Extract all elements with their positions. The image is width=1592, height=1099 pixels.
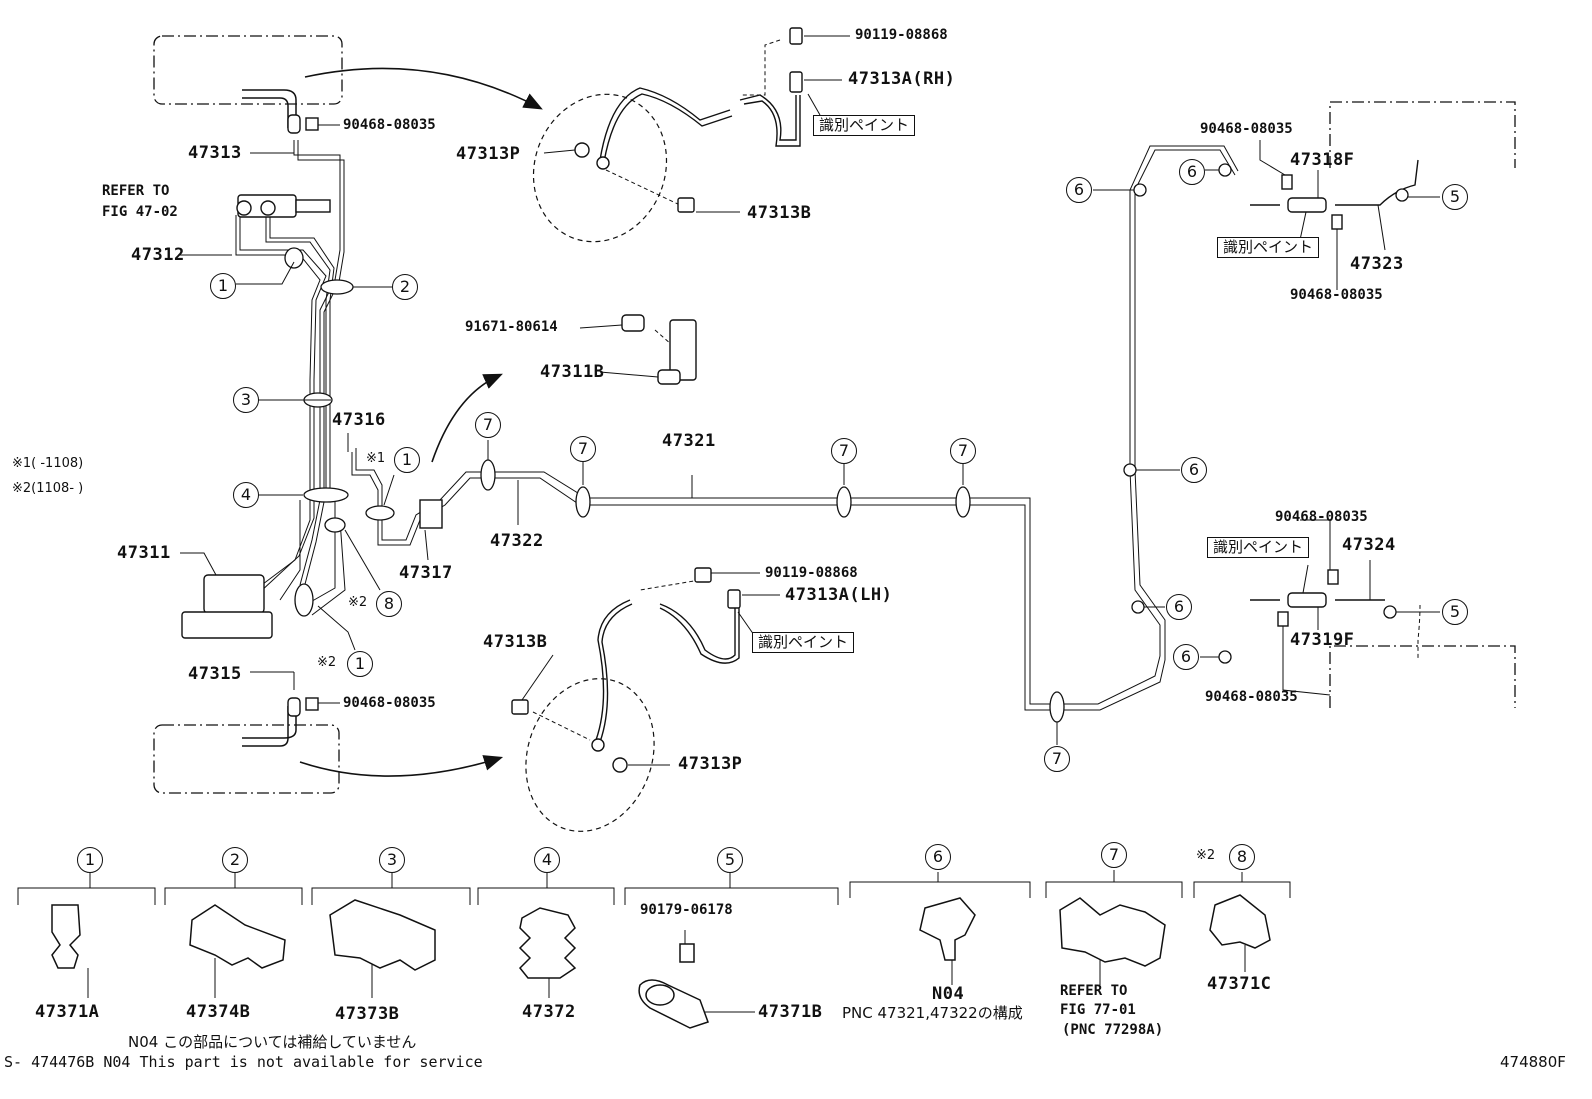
part-90468-08035-top: 90468-08035 <box>343 117 436 133</box>
legend-part-47371B: 47371B <box>758 1002 823 1022</box>
part-90119-08868-top: 90119-08868 <box>855 27 948 43</box>
legend-callout-3: 3 <box>379 847 405 873</box>
callout-6: 6 <box>1179 159 1205 185</box>
callout-6: 6 <box>1173 644 1199 670</box>
legend-callout-5: 5 <box>717 847 743 873</box>
legend-part-47373B: 47373B <box>335 1004 400 1024</box>
flex-hoses <box>595 87 1419 743</box>
part-47324: 47324 <box>1342 535 1396 555</box>
part-90468-08035-r4: 90468-08035 <box>1205 689 1298 705</box>
legend-fig-77-01: FIG 77-01 <box>1060 1002 1136 1018</box>
part-47322: 47322 <box>490 531 544 551</box>
legend-part-90179-06178: 90179-06178 <box>640 902 733 918</box>
brake-tubes <box>235 140 1239 711</box>
arrow-to-bracket <box>431 373 503 463</box>
legend-callout-7: 7 <box>1101 842 1127 868</box>
callout-3: 3 <box>233 387 259 413</box>
note-x2: ※2(1108- ) <box>12 481 84 496</box>
legend-n04: N04 <box>932 984 965 1004</box>
detail-boxes <box>153 35 1516 794</box>
legend-pnc-note: PNC 47321,47322の構成 <box>842 1004 1023 1022</box>
callout-4: 4 <box>233 482 259 508</box>
part-47318F: 47318F <box>1290 150 1355 170</box>
part-47313B-top: 47313B <box>747 203 812 223</box>
part-47311B: 47311B <box>540 362 605 382</box>
part-90468-08035-r3: 90468-08035 <box>1275 509 1368 525</box>
callout-6: 6 <box>1181 457 1207 483</box>
part-47313B-mid: 47313B <box>483 632 548 652</box>
part-47317: 47317 <box>399 563 453 583</box>
part-47316: 47316 <box>332 410 386 430</box>
legend-pnc-77298a: (PNC 77298A) <box>1062 1022 1164 1038</box>
callout-1: 1 <box>347 651 373 677</box>
part-47313: 47313 <box>188 143 242 163</box>
caliper-outlines <box>525 93 668 832</box>
legend-clip-icons <box>51 894 1271 1029</box>
part-47312: 47312 <box>131 245 185 265</box>
callout-1: 1 <box>394 447 420 473</box>
paint-label-4: 識別ペイント <box>1207 537 1310 558</box>
component-shapes <box>181 27 1343 773</box>
part-47315: 47315 <box>188 664 242 684</box>
part-90468-08035-r2: 90468-08035 <box>1290 287 1383 303</box>
mark-x2-legend: ※2 <box>1196 848 1216 863</box>
legend-refer-to: REFER TO <box>1060 983 1128 999</box>
mark-x2-a: ※2 <box>348 595 368 610</box>
legend-part-47371A: 47371A <box>35 1002 100 1022</box>
callout-7: 7 <box>831 438 857 464</box>
callout-1: 1 <box>210 273 236 299</box>
part-90468-08035-bot: 90468-08035 <box>343 695 436 711</box>
arrow-to-rh-caliper <box>304 67 543 110</box>
part-47319F: 47319F <box>1290 630 1355 650</box>
legend-callout-4: 4 <box>534 847 560 873</box>
legend-part-47371C: 47371C <box>1207 974 1272 994</box>
part-47321: 47321 <box>662 431 716 451</box>
callout-7: 7 <box>475 412 501 438</box>
leader-lines <box>17 35 1440 1013</box>
callout-2: 2 <box>392 274 418 300</box>
callout-7: 7 <box>950 438 976 464</box>
callout-7: 7 <box>1044 746 1070 772</box>
part-47313P-mid: 47313P <box>678 754 743 774</box>
legend-part-47372: 47372 <box>522 1002 576 1022</box>
part-47313A-rh: 47313A(RH) <box>848 69 956 89</box>
clamp-ovals <box>284 163 1409 723</box>
note-x1: ※1( -1108) <box>12 456 84 471</box>
diagram-id: 474880F <box>1500 1053 1566 1071</box>
legend-callout-2: 2 <box>222 847 248 873</box>
part-90119-08868-mid: 90119-08868 <box>765 565 858 581</box>
callout-7: 7 <box>570 436 596 462</box>
paint-label-1: 識別ペイント <box>813 115 916 136</box>
callout-8: 8 <box>376 591 402 617</box>
elbow-fittings <box>242 89 297 747</box>
part-47313A-lh: 47313A(LH) <box>785 585 893 605</box>
refer-to-label-1: REFER TO <box>102 183 170 199</box>
part-91671-80614: 91671-80614 <box>465 319 558 335</box>
mark-x2-b: ※2 <box>317 655 337 670</box>
legend-callout-1: 1 <box>77 847 103 873</box>
part-47313P-top: 47313P <box>456 144 521 164</box>
footer-n04-english: S- 474476B N04 This part is not availabl… <box>4 1053 483 1071</box>
fig-47-02-label: FIG 47-02 <box>102 204 178 220</box>
callout-5: 5 <box>1442 184 1468 210</box>
paint-label-2: 識別ペイント <box>752 632 855 653</box>
part-47311: 47311 <box>117 543 171 563</box>
part-90468-08035-r1: 90468-08035 <box>1200 121 1293 137</box>
legend-callout-6: 6 <box>925 844 951 870</box>
callout-6: 6 <box>1066 177 1092 203</box>
legend-part-47374B: 47374B <box>186 1002 251 1022</box>
arrow-to-lh-caliper <box>299 755 504 777</box>
legend-callout-8: 8 <box>1229 844 1255 870</box>
paint-label-3: 識別ペイント <box>1217 237 1320 258</box>
callout-6: 6 <box>1166 594 1192 620</box>
part-47323: 47323 <box>1350 254 1404 274</box>
callout-5: 5 <box>1442 599 1468 625</box>
mark-x1: ※1 <box>366 451 386 466</box>
footer-n04-japanese: N04 この部品については補給していません <box>128 1033 417 1051</box>
